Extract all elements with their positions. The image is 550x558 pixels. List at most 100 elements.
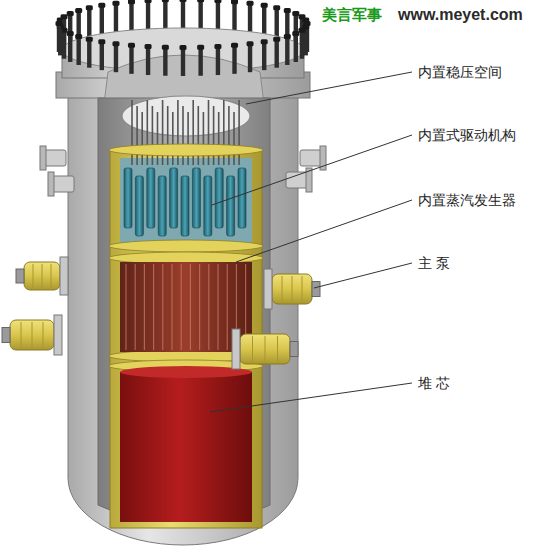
drive-mechanism xyxy=(204,176,212,236)
bolt xyxy=(181,48,185,76)
nozzle xyxy=(52,176,74,192)
sg-tube xyxy=(208,264,209,350)
bolt-head xyxy=(75,34,82,39)
sg-tube xyxy=(135,264,136,350)
bolt-head xyxy=(197,45,204,50)
pressurizer-space xyxy=(122,96,250,136)
leader-line xyxy=(212,135,412,205)
rod xyxy=(218,112,220,165)
reactor-core xyxy=(120,372,252,522)
sg-tube xyxy=(227,264,228,350)
rod xyxy=(233,112,235,165)
bolt xyxy=(62,31,66,59)
main-pump xyxy=(10,320,54,350)
bolt xyxy=(129,2,133,30)
pump-ring xyxy=(32,322,33,348)
drive-region xyxy=(120,158,252,246)
bolt xyxy=(57,24,61,52)
bolt xyxy=(163,48,167,76)
bolt-head xyxy=(214,0,221,3)
nozzle xyxy=(286,172,308,188)
pump-end xyxy=(16,269,24,283)
pump-ring xyxy=(51,264,52,288)
bolt-head xyxy=(284,34,291,39)
rod xyxy=(228,106,230,165)
bolt-head xyxy=(112,41,119,46)
sg-tube xyxy=(125,264,126,350)
bolt xyxy=(76,37,80,65)
sg-tube xyxy=(217,264,218,350)
bolt-head xyxy=(261,3,268,8)
pump-ring xyxy=(33,264,34,288)
drive-mechanism xyxy=(158,176,166,236)
bolt-head xyxy=(180,45,187,50)
bolt xyxy=(68,34,72,62)
bolt xyxy=(146,1,150,29)
bolt xyxy=(114,44,118,72)
bolt-head xyxy=(98,3,105,8)
bolt-ring xyxy=(56,21,311,76)
bolt xyxy=(285,37,289,65)
bolt-head xyxy=(162,0,169,2)
part-label: 内置式驱动机构 xyxy=(418,127,516,144)
bolt xyxy=(275,8,279,36)
drive-mechanism xyxy=(135,176,143,236)
bolt-head xyxy=(145,44,152,49)
vessel-shell xyxy=(68,92,298,545)
sg-tube xyxy=(144,264,145,350)
rod xyxy=(238,100,240,165)
rod xyxy=(187,112,189,165)
drive-mechanism xyxy=(170,168,178,228)
nozzle-flange xyxy=(48,172,54,196)
part-label: 主 泵 xyxy=(418,255,450,272)
bolt xyxy=(275,40,279,68)
sg-tube xyxy=(153,264,154,350)
bolt xyxy=(114,4,118,32)
drive-mechanism xyxy=(124,168,132,228)
drive-mechanism xyxy=(238,168,246,228)
bolt xyxy=(216,1,220,29)
bolt-head xyxy=(197,0,204,2)
watermark: 美言军事 xyxy=(322,6,382,24)
bolt-head xyxy=(292,11,299,16)
bolt xyxy=(232,2,236,30)
rod xyxy=(152,106,154,165)
bolt-head xyxy=(56,21,63,26)
drive-mechanism xyxy=(192,168,200,228)
bolt xyxy=(262,42,266,70)
bolt-head xyxy=(67,31,74,36)
bolt-head xyxy=(145,0,152,3)
bolt xyxy=(198,0,202,28)
bolt xyxy=(87,8,91,36)
main-pump xyxy=(240,334,290,364)
nozzle-flange xyxy=(40,146,46,170)
rod xyxy=(131,100,133,165)
leader-line xyxy=(236,200,412,262)
pump-flange xyxy=(60,257,68,295)
drive-mechanism xyxy=(227,176,235,236)
nozzle xyxy=(300,150,322,166)
bolt xyxy=(146,47,150,75)
leader-line xyxy=(314,263,412,288)
bolt-head xyxy=(247,1,254,6)
bolt xyxy=(198,48,202,76)
bolt-head xyxy=(112,1,119,6)
rod xyxy=(172,112,174,165)
bolt-head xyxy=(231,43,238,48)
sg-tube xyxy=(190,264,191,350)
pump-ring xyxy=(292,276,293,302)
drive-mechanism xyxy=(181,176,189,236)
pump-ring xyxy=(21,322,22,348)
pump-ring xyxy=(277,336,278,362)
pump-ring xyxy=(43,322,44,348)
bolt-head xyxy=(128,43,135,48)
rod xyxy=(213,106,215,165)
bolt xyxy=(262,6,266,34)
part-label: 内置蒸汽发生器 xyxy=(418,192,516,209)
bolt-head xyxy=(214,44,221,49)
rod xyxy=(203,112,205,165)
bolt-head xyxy=(180,0,187,2)
bolt xyxy=(248,4,252,32)
pump-flange xyxy=(264,269,272,309)
